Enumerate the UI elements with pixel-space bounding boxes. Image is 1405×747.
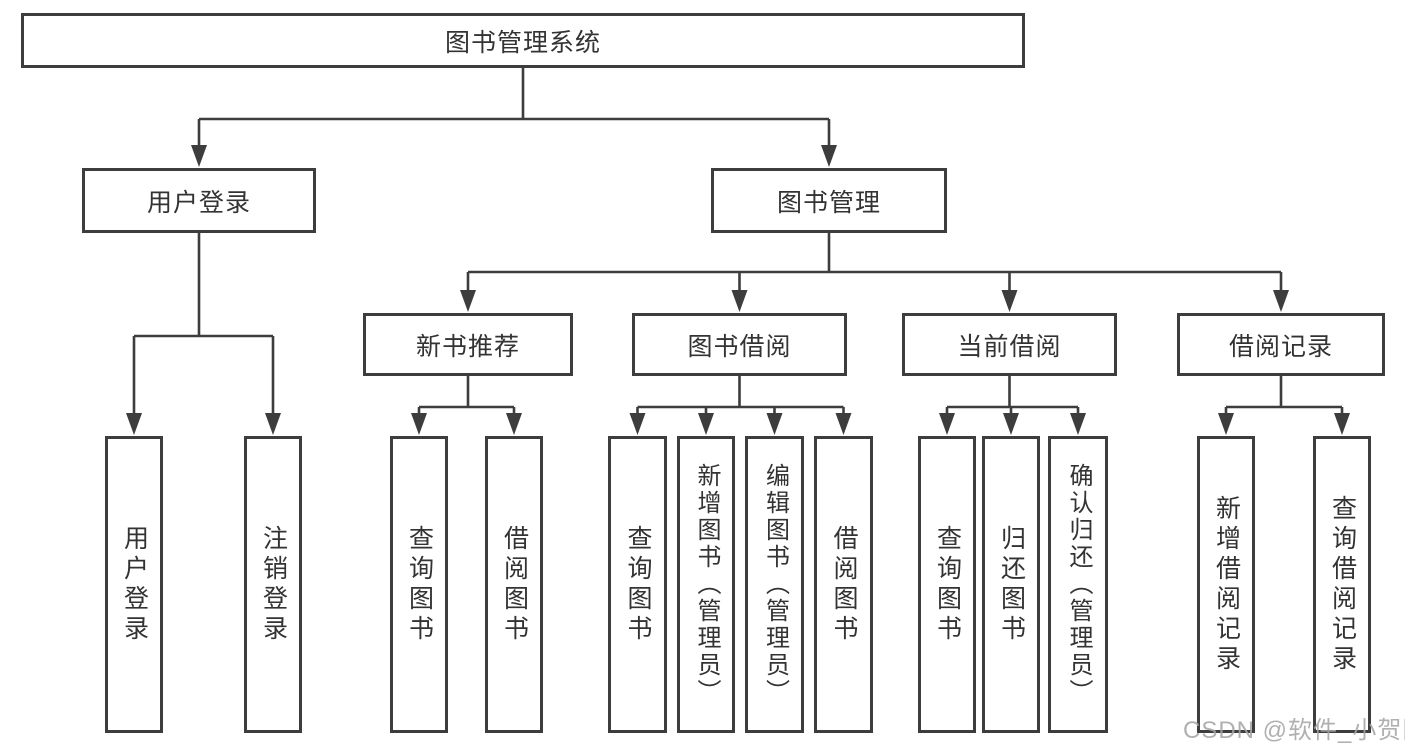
node-leaf-confirm-return-admin-label: 确认归还（管理员） bbox=[1065, 463, 1092, 706]
node-leaf-query-books-borrow: 查询图书 bbox=[608, 436, 667, 733]
node-leaf-borrow-books-rec-label: 借阅图书 bbox=[500, 524, 529, 645]
node-book-borrow-label: 图书借阅 bbox=[687, 332, 792, 361]
node-user-login-label: 用户登录 bbox=[146, 188, 251, 217]
node-borrow-records: 借阅记录 bbox=[1177, 313, 1385, 376]
node-leaf-query-borrow-record-label: 查询借阅记录 bbox=[1328, 494, 1357, 675]
node-new-book-rec: 新书推荐 bbox=[363, 313, 573, 376]
node-current-borrow-label: 当前借阅 bbox=[957, 332, 1062, 361]
node-new-book-rec-label: 新书推荐 bbox=[415, 332, 520, 361]
node-leaf-query-books-current: 查询图书 bbox=[918, 436, 976, 733]
node-leaf-query-borrow-record: 查询借阅记录 bbox=[1313, 436, 1371, 733]
node-leaf-add-borrow-record-label: 新增借阅记录 bbox=[1212, 494, 1241, 675]
node-root: 图书管理系统 bbox=[21, 13, 1025, 68]
node-leaf-edit-book-admin: 编辑图书（管理员） bbox=[745, 436, 804, 733]
node-current-borrow: 当前借阅 bbox=[902, 313, 1117, 376]
node-leaf-query-books-borrow-label: 查询图书 bbox=[624, 524, 652, 645]
node-leaf-return-book-label: 归还图书 bbox=[997, 524, 1026, 645]
node-leaf-query-books-rec-label: 查询图书 bbox=[405, 524, 434, 645]
node-book-borrow: 图书借阅 bbox=[632, 313, 847, 376]
node-leaf-logout: 注销登录 bbox=[244, 436, 302, 733]
node-leaf-query-books-current-label: 查询图书 bbox=[933, 524, 962, 645]
node-user-login: 用户登录 bbox=[82, 168, 316, 233]
node-book-mgmt: 图书管理 bbox=[711, 168, 947, 233]
node-leaf-query-books-rec: 查询图书 bbox=[390, 436, 448, 733]
node-leaf-confirm-return-admin: 确认归还（管理员） bbox=[1048, 436, 1108, 733]
node-leaf-borrow-books: 借阅图书 bbox=[814, 436, 873, 733]
node-borrow-records-label: 借阅记录 bbox=[1228, 332, 1333, 361]
node-leaf-add-book-admin-label: 新增图书（管理员） bbox=[693, 463, 720, 706]
csdn-watermark: CSDN @软件_小贺同学 bbox=[1183, 717, 1405, 744]
node-leaf-logout-label: 注销登录 bbox=[259, 524, 288, 645]
node-leaf-borrow-books-rec: 借阅图书 bbox=[485, 436, 543, 733]
node-book-mgmt-label: 图书管理 bbox=[776, 188, 881, 217]
node-leaf-add-book-admin: 新增图书（管理员） bbox=[677, 436, 735, 733]
node-leaf-edit-book-admin-label: 编辑图书（管理员） bbox=[761, 463, 789, 706]
node-leaf-add-borrow-record: 新增借阅记录 bbox=[1197, 436, 1255, 733]
node-leaf-return-book: 归还图书 bbox=[982, 436, 1040, 733]
node-leaf-borrow-books-label: 借阅图书 bbox=[830, 524, 858, 645]
node-leaf-user-login-label: 用户登录 bbox=[120, 524, 149, 645]
node-leaf-user-login: 用户登录 bbox=[105, 436, 163, 733]
arrowheads bbox=[126, 145, 1350, 435]
node-root-label: 图书管理系统 bbox=[444, 28, 601, 57]
